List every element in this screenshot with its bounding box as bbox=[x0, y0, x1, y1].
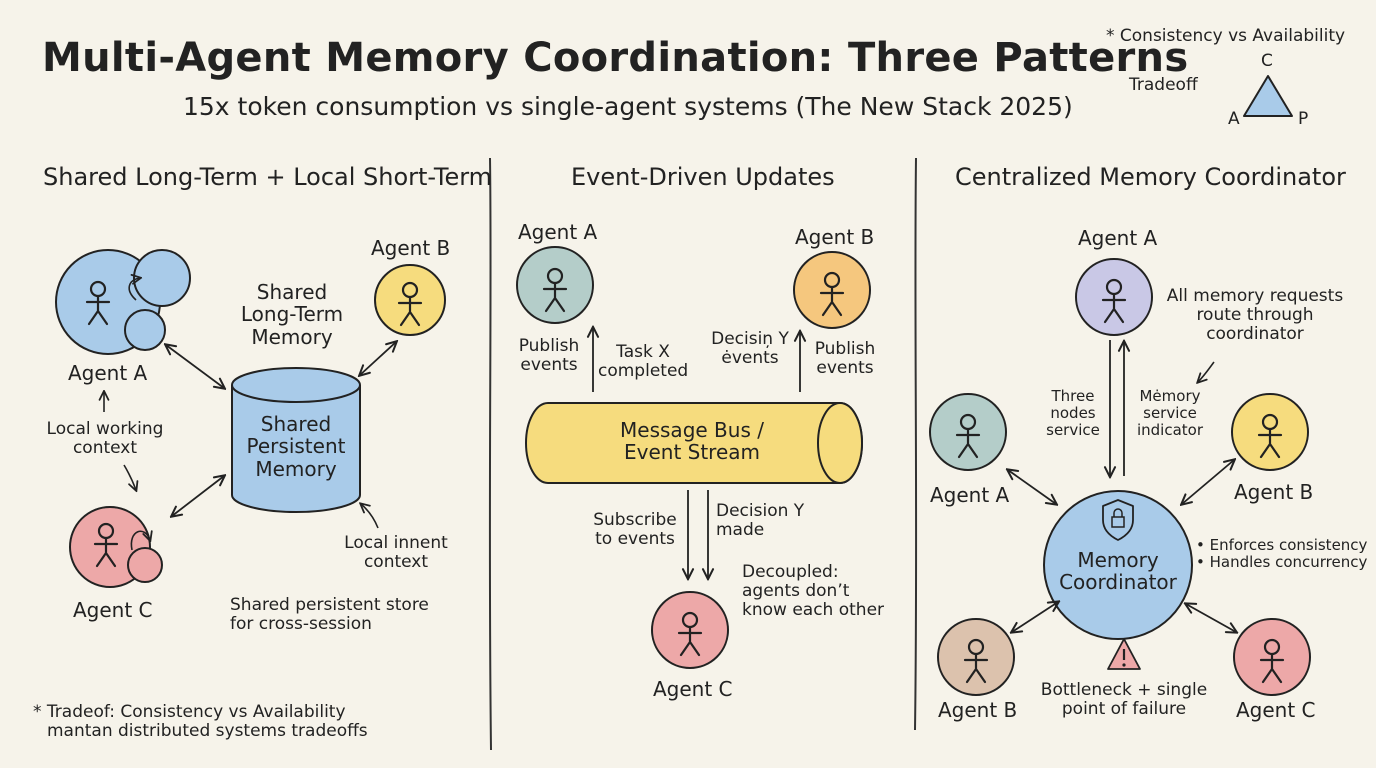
p1-agent-b-label: Agent B bbox=[371, 236, 451, 260]
cap-label-c: C bbox=[1261, 51, 1273, 71]
p2-agent-c-label: Agent C bbox=[653, 677, 733, 701]
shared-memory-cylinder bbox=[231, 385, 361, 513]
agent-a-memory-bubble-top bbox=[133, 249, 191, 307]
page-subtitle: 15x token consumption vs single-agent sy… bbox=[183, 92, 1073, 121]
p2-agent-b-label: Agent B bbox=[795, 225, 875, 249]
coordinator-bullets: • Enforces consistency• Handles concurre… bbox=[1196, 536, 1368, 571]
cap-triangle bbox=[1243, 75, 1293, 117]
message-bus-label: Message Bus /Event Stream bbox=[620, 418, 764, 465]
cap-label-p: P bbox=[1298, 109, 1309, 129]
panel-2-header: Event-Driven Updates bbox=[571, 163, 835, 191]
panel-divider-2 bbox=[914, 157, 918, 731]
panel-2-shapes bbox=[516, 246, 871, 669]
cap-note-heading: * Consistency vs Availability bbox=[1106, 26, 1346, 46]
cap-note-tradeoff: Tradeoff bbox=[1129, 75, 1198, 95]
warning-icon bbox=[1107, 638, 1141, 670]
p1-agent-a-label: Agent A bbox=[68, 361, 148, 385]
panel-1-shapes bbox=[55, 249, 446, 588]
p3-agent-bl-label: Agent B bbox=[938, 698, 1018, 722]
panel-3-header: Centralized Memory Coordinator bbox=[955, 163, 1346, 191]
coordinator-node bbox=[1043, 490, 1193, 640]
page-title: Multi-Agent Memory Coordination: Three P… bbox=[42, 35, 1189, 81]
p3-agent-top-label: Agent A bbox=[1078, 226, 1158, 250]
cap-label-a: A bbox=[1228, 109, 1240, 129]
panel-3-shapes bbox=[929, 258, 1311, 696]
agent-c-memory-bubble bbox=[127, 547, 163, 583]
p2-agent-a-label: Agent A bbox=[518, 220, 598, 244]
p1-agent-c-label: Agent C bbox=[73, 598, 153, 622]
p3-agent-left-label: Agent A bbox=[930, 483, 1010, 507]
panel-divider-1 bbox=[488, 157, 492, 751]
agent-a-memory-bubble-bottom bbox=[124, 309, 166, 351]
panel-1-header: Shared Long-Term + Local Short-Term bbox=[43, 163, 493, 191]
p3-agent-right-label: Agent B bbox=[1234, 480, 1314, 504]
shield-lock-icon bbox=[1102, 499, 1134, 541]
p3-agent-br-label: Agent C bbox=[1236, 698, 1316, 722]
